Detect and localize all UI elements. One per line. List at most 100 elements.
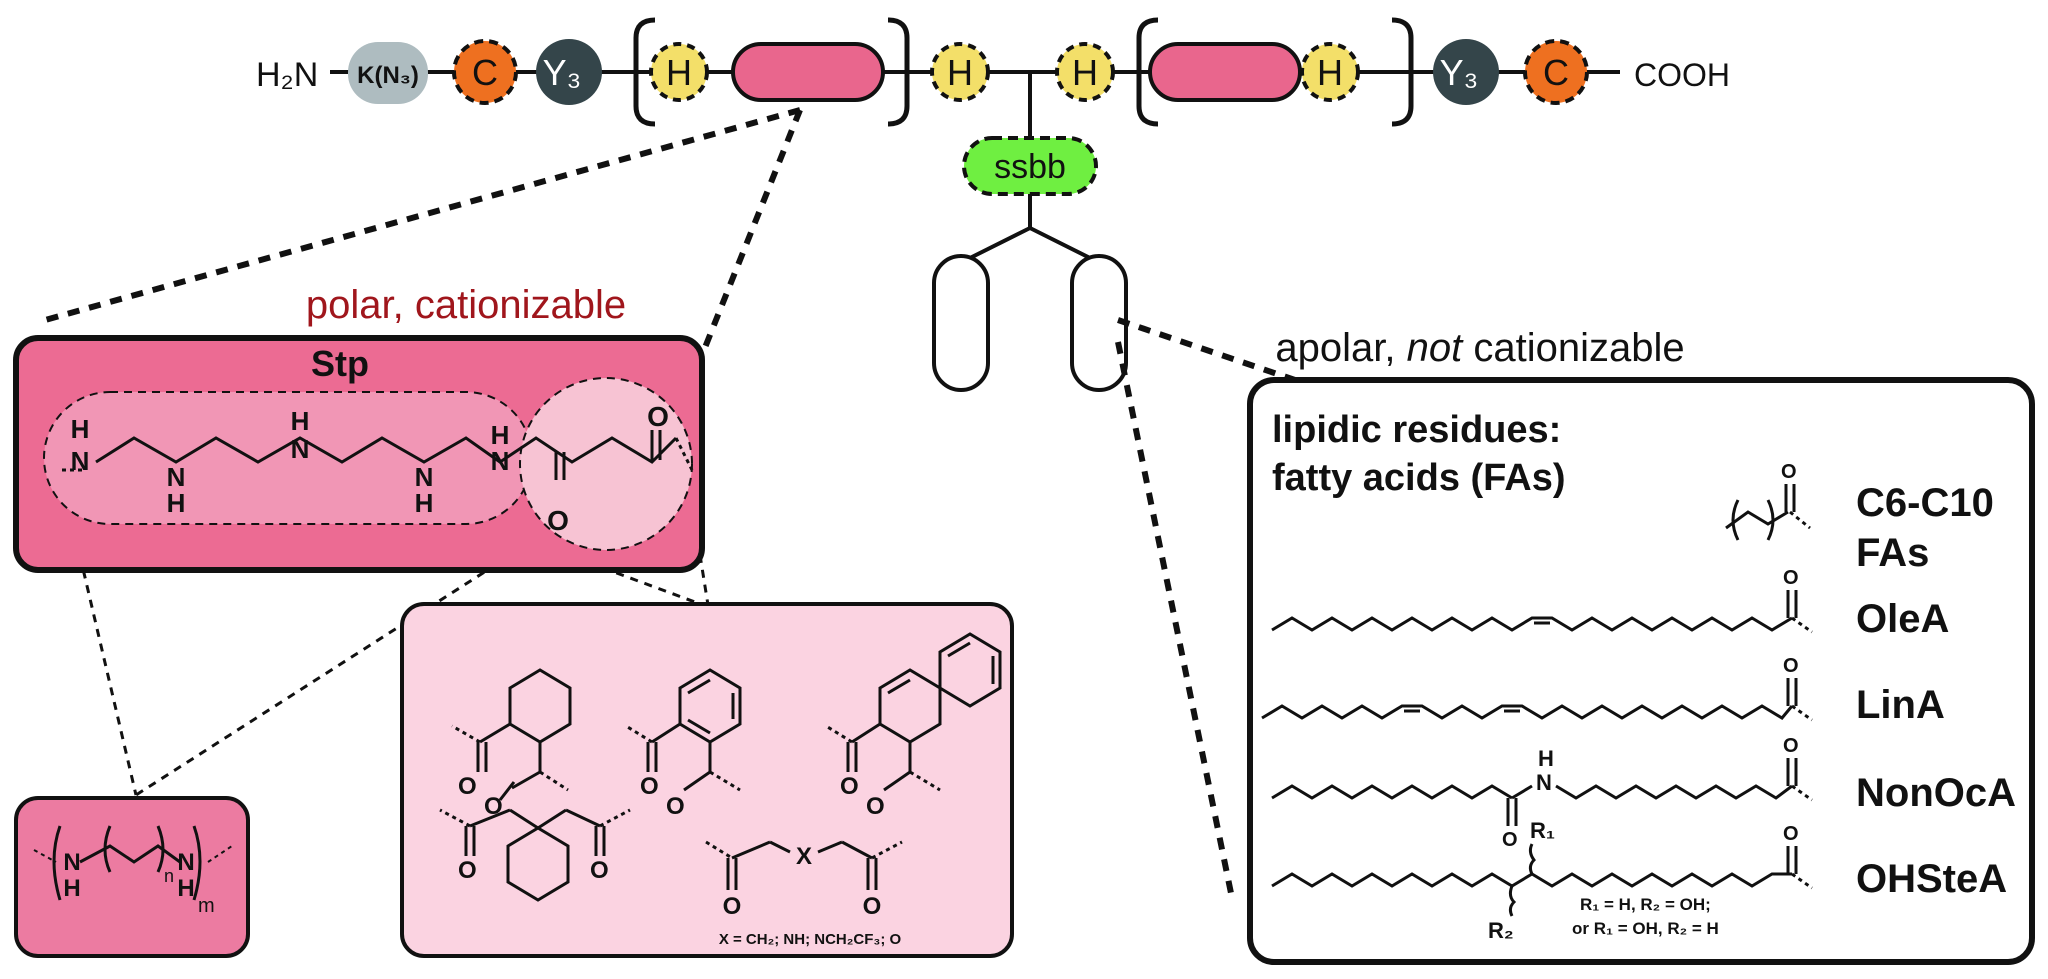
bracket-left-close <box>887 17 910 127</box>
ohstea-r2: R₂ <box>1488 918 1514 943</box>
tyr-label-right: Y₃ <box>1440 52 1479 93</box>
c-terminus-label: COOH <box>1634 57 1730 93</box>
stp-h-2: H <box>167 488 186 518</box>
stp-h-1: H <box>71 414 90 444</box>
x-diacyl-o-1: O <box>723 893 742 920</box>
fa-title-2: fatty acids (FAs) <box>1272 457 1566 499</box>
olea-o: O <box>1783 567 1799 589</box>
linker-h-2: H <box>177 875 194 902</box>
nonoca-h: H <box>1538 746 1554 771</box>
fa-name-nonoca: NonOcA <box>1856 771 2016 815</box>
diacid-o-1: O <box>458 773 477 800</box>
linker-h-1: H <box>63 875 80 902</box>
tyr-label-left: Y₃ <box>543 52 582 93</box>
lina-o: O <box>1783 655 1799 677</box>
fa-name-c6c10: C6-C10 <box>1856 481 1994 525</box>
lysine-label: K(N₃) <box>357 62 419 89</box>
linker-n-sub: n <box>164 866 174 886</box>
fa-panel: apolar, not cationizable lipidic residue… <box>1247 326 2035 965</box>
apolar-caption-italic: not <box>1407 326 1464 370</box>
his-label-1: H <box>666 52 692 93</box>
cys-node-right <box>1523 39 1589 105</box>
bracket-right-close <box>1391 17 1414 127</box>
x-diacyl-o-2: O <box>863 893 882 920</box>
naphthalene-dicarbonyl <box>825 632 1002 792</box>
diacid-o-8: O <box>590 857 609 884</box>
acid-region <box>519 377 693 551</box>
diacid-o-4: O <box>666 793 685 820</box>
apolar-caption-1: apolar, <box>1275 326 1406 370</box>
zoom-lines-thin <box>78 546 710 797</box>
his-node-3 <box>1055 42 1115 102</box>
tyr-node-left <box>536 39 602 105</box>
c6c10-o: O <box>1781 461 1797 483</box>
linker-n-1: N <box>63 849 80 876</box>
bracket-right-open <box>1136 17 1159 127</box>
x-caption: X = CH₂; NH; NCH₂CF₃; O <box>719 931 902 948</box>
stp-o-bottom: O <box>547 505 569 536</box>
stp-n-1: N <box>71 446 90 476</box>
nonoca-n: N <box>1536 770 1552 795</box>
lina-structure <box>1261 678 1813 722</box>
stp-title: Stp <box>311 343 369 384</box>
linker-m-sub: m <box>198 895 215 917</box>
c6c10-structure <box>1725 484 1811 541</box>
stp-n-3: N <box>291 434 310 464</box>
ssbb-label: ssbb <box>994 148 1066 186</box>
stp-h-3: H <box>291 406 310 436</box>
fa-box <box>1247 377 2035 965</box>
stp-h-4: H <box>415 488 434 518</box>
diacid-o-3: O <box>640 773 659 800</box>
ohstea-note-1: R₁ = H, R₂ = OH; <box>1580 895 1711 914</box>
x-atom: X <box>796 843 812 870</box>
lysine-node <box>348 42 428 104</box>
stp-h-5: H <box>491 420 510 450</box>
stp-n-2: N <box>167 462 186 492</box>
fa-name-olea: OleA <box>1856 597 1949 641</box>
his-label-2: H <box>947 52 973 93</box>
linker-panel: N H N H n m <box>14 796 250 958</box>
n-terminus-label: H₂N <box>256 56 318 94</box>
ohstea-note-2: or R₁ = OH, R₂ = H <box>1572 919 1719 938</box>
stp-pill-right <box>1148 42 1302 102</box>
linker-box <box>14 796 250 958</box>
cyclohexanediacetyl <box>439 808 631 902</box>
stp-n-4: N <box>415 462 434 492</box>
apolar-caption: apolar, not cationizable <box>1275 326 1684 370</box>
fa-title-1: lipidic residues: <box>1272 409 1561 451</box>
cys-node-left <box>452 39 518 105</box>
cys-label-right: C <box>1543 52 1569 93</box>
linker-n-2: N <box>177 849 194 876</box>
bracket-left-open <box>633 17 656 127</box>
ohstea-r1: R₁ <box>1530 818 1555 843</box>
his-node-2 <box>930 42 990 102</box>
zoom-lines <box>37 107 1296 899</box>
olea-structure <box>1271 590 1813 634</box>
fa-name-ohstea: OHSteA <box>1856 857 2007 901</box>
nonoca-o: O <box>1783 735 1799 757</box>
x-linked-diacyl <box>705 840 903 890</box>
fa-name-lina: LinA <box>1856 683 1945 727</box>
stp-o-top: O <box>647 401 669 432</box>
ohstea-o: O <box>1783 823 1799 845</box>
backbone: H₂N COOH K(N₃) C Y₃ H H H H <box>256 17 1730 127</box>
diacid-panel: O O O O <box>400 602 1014 958</box>
stp-n-5: N <box>491 446 510 476</box>
ssbb-branch: ssbb <box>932 72 1128 392</box>
cyclohexane-dicarbonyl <box>451 668 572 801</box>
his-label-3: H <box>1072 52 1098 93</box>
nonoca-structure <box>1271 758 1813 826</box>
ohstea-structure <box>1271 843 1813 917</box>
tyr-node-right <box>1433 39 1499 105</box>
diacid-o-5: O <box>840 773 859 800</box>
his-node-4 <box>1300 42 1360 102</box>
fa-chain-left <box>932 254 990 392</box>
diacid-o-6: O <box>866 793 885 820</box>
polar-caption: polar, cationizable <box>306 283 626 327</box>
cys-label-left: C <box>472 52 498 93</box>
nonoca-o-amide: O <box>1502 829 1518 851</box>
diacid-o-7: O <box>458 857 477 884</box>
his-label-4: H <box>1317 52 1343 93</box>
amine-region <box>43 391 533 525</box>
